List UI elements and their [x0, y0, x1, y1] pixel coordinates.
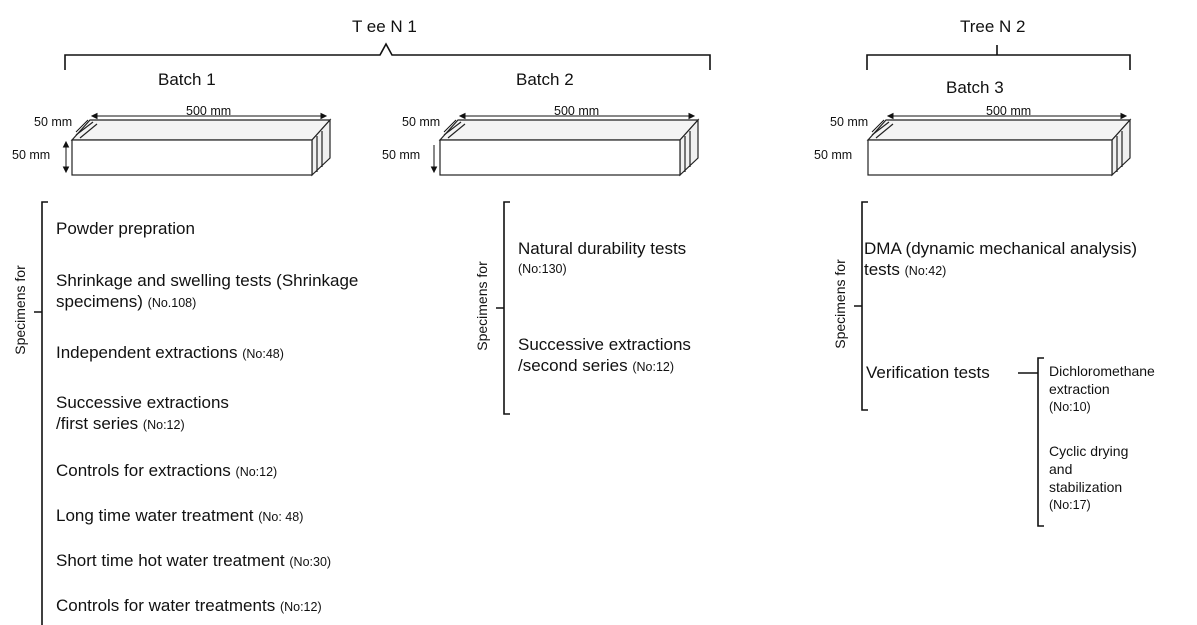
- item-text: Short time hot water treatment: [56, 551, 285, 570]
- list-item: Long time water treatment (No: 48): [56, 505, 303, 528]
- list-item: Successive extractions /first series (No…: [56, 392, 229, 436]
- item-text: Successive extractions: [56, 393, 229, 412]
- batch2-label: Batch 2: [516, 70, 574, 89]
- tree2-title: Tree N 2: [960, 17, 1026, 36]
- sub-item-line2: extraction: [1049, 381, 1110, 397]
- item-count: (No.108): [147, 296, 197, 310]
- beam-batch2: [438, 118, 700, 177]
- batch3-width-label: 50 mm: [830, 115, 869, 129]
- batch3-height-label: 50 mm: [814, 148, 853, 162]
- item-text: Independent extractions: [56, 343, 238, 362]
- list-item: Independent extractions (No:48): [56, 342, 284, 365]
- bracket-group1: [34, 201, 48, 625]
- item-count: (No: 48): [258, 510, 304, 524]
- batch3-label: Batch 3: [946, 78, 1004, 97]
- batch1-height-label: 50 mm: [12, 148, 51, 162]
- batch2-width-label: 50 mm: [402, 115, 441, 129]
- sub-item: Cyclic drying and stabilization (No:17): [1049, 442, 1128, 514]
- tree2-brace: [866, 45, 1131, 70]
- item-text: Controls for water treatments: [56, 596, 276, 615]
- item-text: DMA (dynamic mechanical analysis): [864, 239, 1138, 258]
- sub-item-line2: and: [1049, 461, 1073, 477]
- item-text: Long time water treatment: [56, 506, 254, 525]
- list-item: Successive extractions /second series (N…: [518, 334, 691, 378]
- beam-batch3: [866, 118, 1132, 177]
- list-item: Short time hot water treatment (No:30): [56, 550, 331, 573]
- list-item: Verification tests: [866, 362, 990, 383]
- item-text: Controls for extractions: [56, 461, 231, 480]
- list-item: Natural durability tests (No:130): [518, 238, 686, 280]
- item-text: Powder prepration: [56, 219, 195, 238]
- bracket-verification: [1018, 357, 1044, 527]
- item-text: Natural durability tests: [518, 239, 687, 258]
- item-text-line2: /first series: [56, 414, 139, 433]
- list-item: Shrinkage and swelling tests (Shrinkage …: [56, 270, 358, 314]
- sub-item-count: (No:10): [1049, 400, 1091, 414]
- item-count: (No:12): [142, 418, 185, 432]
- sub-item-line1: Dichloromethane: [1049, 363, 1155, 379]
- list-item: Controls for water treatments (No:12): [56, 595, 322, 618]
- item-text: Successive extractions: [518, 335, 691, 354]
- item-text-line2: /second series: [518, 356, 628, 375]
- bracket-group2: [496, 201, 510, 415]
- item-text: Verification tests: [866, 363, 990, 382]
- sub-item-line3: stabilization: [1049, 479, 1123, 495]
- sub-item-line1: Cyclic drying: [1049, 443, 1129, 459]
- sub-item-count: (No:17): [1049, 498, 1091, 512]
- batch2-length-label: 500 mm: [554, 104, 600, 118]
- group3-axis-label: Specimens for: [832, 259, 848, 349]
- tree1-title: T ee N 1: [352, 17, 417, 36]
- item-count: (No:12): [632, 360, 675, 374]
- batch3-length-label: 500 mm: [986, 104, 1032, 118]
- item-text-line2: specimens): [56, 292, 143, 311]
- tree1-brace: [64, 42, 711, 70]
- item-text: Shrinkage and swelling tests (Shrinkage: [56, 271, 359, 290]
- bracket-group3: [854, 201, 868, 411]
- item-count: (No:12): [235, 465, 278, 479]
- group2-axis-label: Specimens for: [474, 261, 490, 351]
- beam-batch1: [70, 118, 332, 177]
- item-count: (No:30): [289, 555, 332, 569]
- sub-item: Dichloromethane extraction (No:10): [1049, 362, 1155, 416]
- list-item: Controls for extractions (No:12): [56, 460, 277, 483]
- item-count: (No:12): [279, 600, 322, 614]
- item-text-line2: tests: [864, 260, 900, 279]
- item-count: (No:48): [242, 347, 284, 361]
- batch2-height-label: 50 mm: [382, 148, 421, 162]
- list-item: DMA (dynamic mechanical analysis) tests …: [864, 238, 1137, 282]
- group1-axis-label: Specimens for: [12, 265, 28, 355]
- item-count: (No:130): [518, 262, 567, 276]
- list-item: Powder prepration: [56, 218, 195, 239]
- batch1-label: Batch 1: [158, 70, 216, 89]
- batch1-width-label: 50 mm: [34, 115, 73, 129]
- batch1-length-label: 500 mm: [186, 104, 232, 118]
- item-count: (No:42): [904, 264, 947, 278]
